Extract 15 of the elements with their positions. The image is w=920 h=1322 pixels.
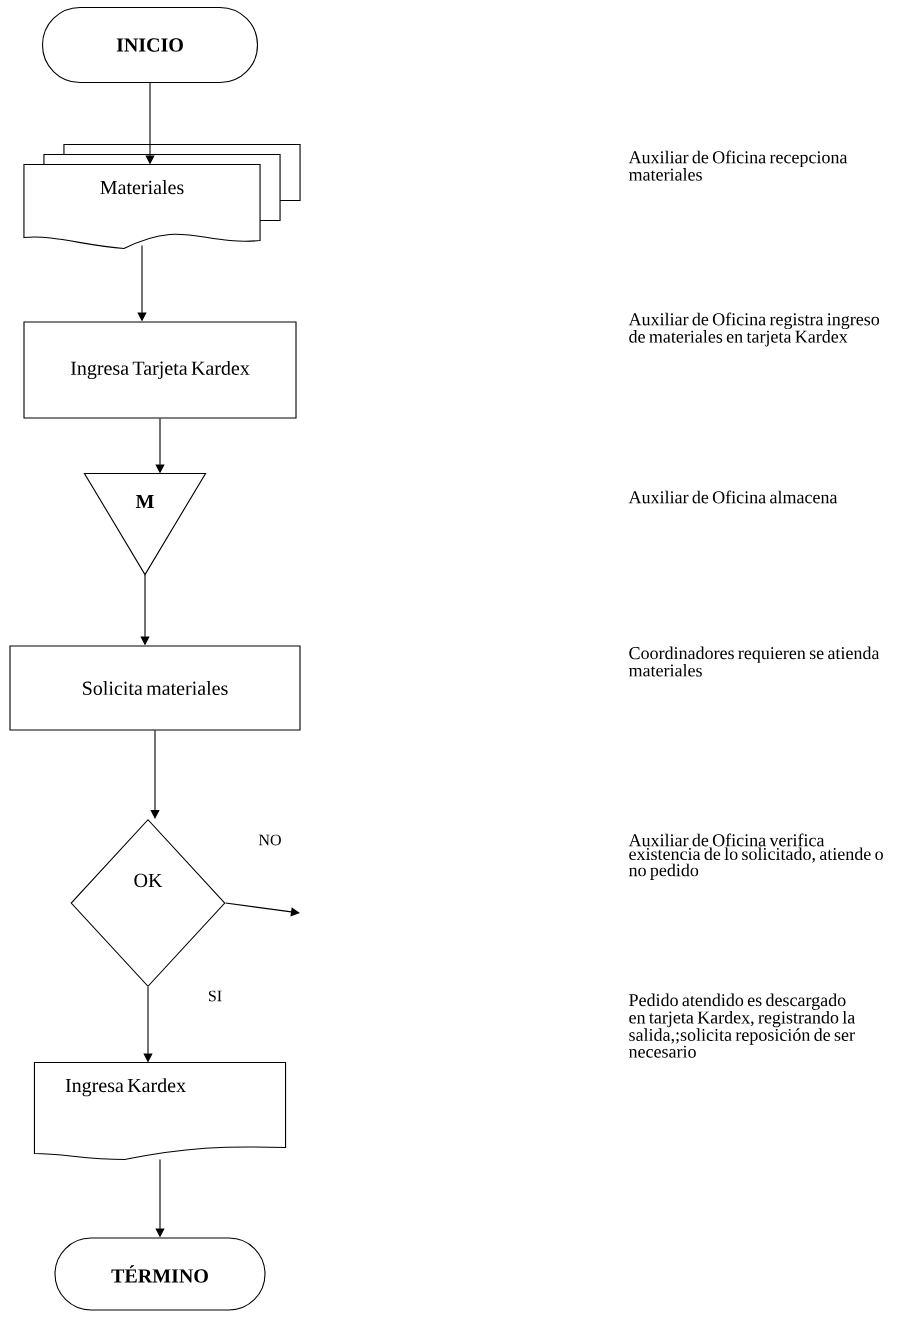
storage-triangle: M bbox=[83, 472, 207, 576]
edge-label: SI bbox=[206, 989, 224, 1003]
end-terminal: TÉRMINO bbox=[54, 1237, 266, 1311]
arrow bbox=[225, 902, 300, 917]
step-description: Auxiliar de Oficina recepciona materiales bbox=[628, 150, 848, 181]
step-description: Coordinadores requieren se atienda materiales bbox=[628, 646, 880, 677]
step-description: Auxiliar de Oficina almacena bbox=[628, 490, 838, 504]
edge-label: NO bbox=[257, 833, 283, 847]
step-description: Pedido atendido es descargado en tarjeta Kardex, registrando la salida,;solicita reposición de ser necesario bbox=[628, 993, 855, 1058]
step-description: Auxiliar de Oficina verifica existencia de lo solicitado, atiende o no pedido bbox=[628, 833, 883, 880]
step-description: Auxiliar de Oficina registra ingreso de materiales en tarjeta Kardex bbox=[628, 312, 880, 347]
start-terminal: INICIO bbox=[41, 6, 259, 84]
process-box: Ingresa Tarjeta Kardex bbox=[23, 321, 297, 419]
process-box: Solicita materiales bbox=[9, 645, 301, 731]
arrow bbox=[150, 730, 160, 819]
